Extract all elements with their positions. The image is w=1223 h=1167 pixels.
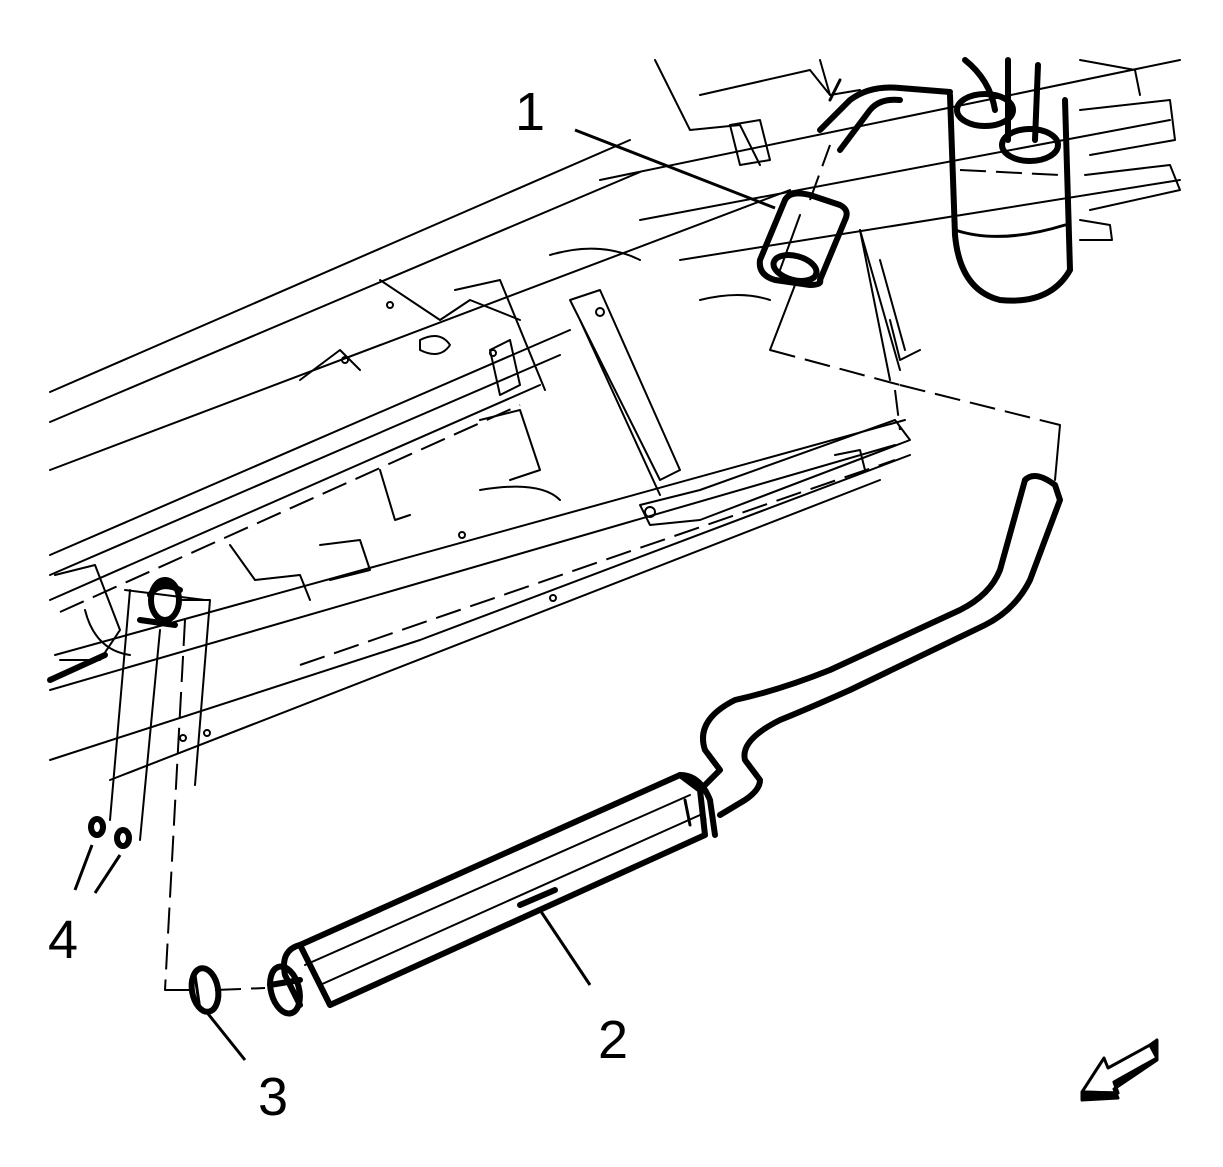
vehicle-underbody — [47, 59, 1181, 781]
muffler-and-tailpipe — [267, 473, 1063, 1017]
callout-3-label: 3 — [258, 1067, 288, 1127]
catalytic-converter-assembly — [817, 57, 1073, 304]
assembly-guide-lines — [769, 144, 1061, 481]
front-direction-arrow-icon — [1080, 1038, 1159, 1102]
leader-lines — [73, 128, 776, 1061]
hanger-insulators — [88, 577, 211, 991]
callout-2-label: 2 — [598, 1010, 628, 1070]
exhaust-hanger-clamp — [188, 965, 266, 1015]
exhaust-seal-sleeve — [756, 190, 850, 288]
callout-1-label: 1 — [515, 82, 545, 142]
callout-4-label: 4 — [48, 910, 78, 970]
